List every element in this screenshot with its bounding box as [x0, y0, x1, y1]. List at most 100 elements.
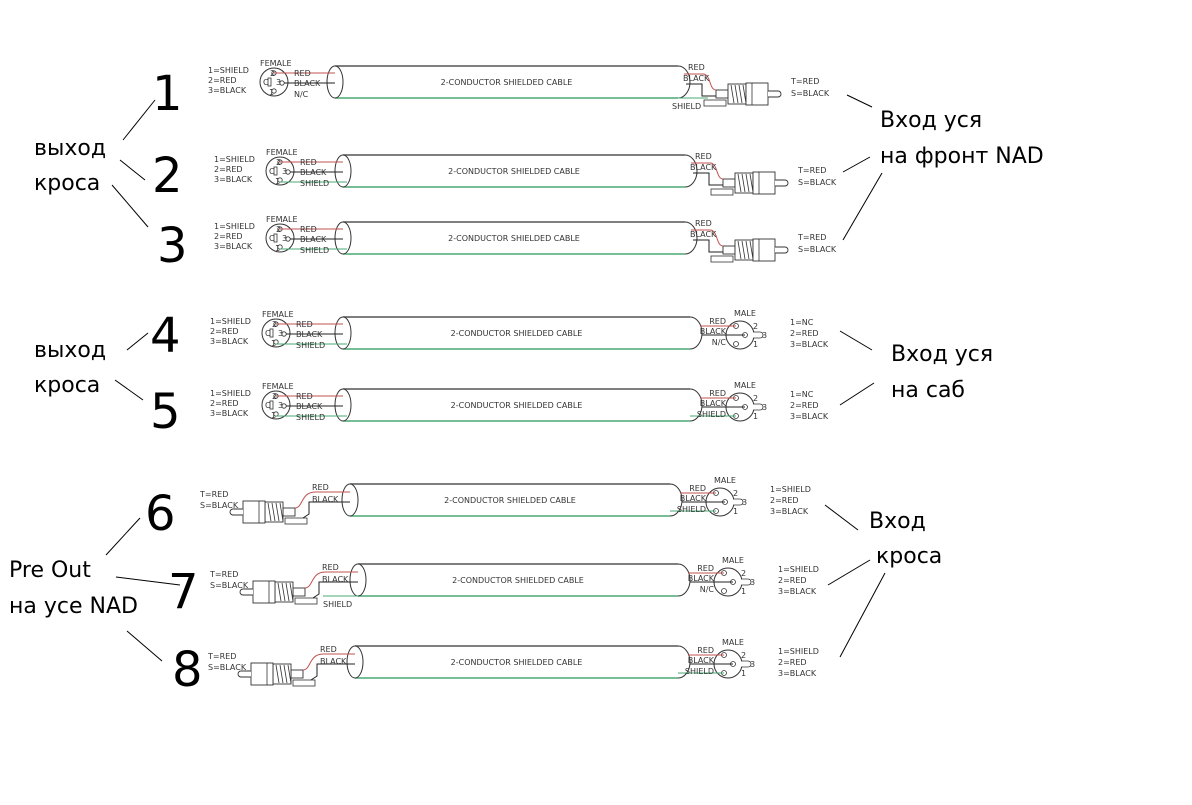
rca-coil-line: [283, 664, 288, 684]
cable-assembly-5: 2-CONDUCTOR SHIELDED CABLE1=SHIELD2=RED3…: [210, 381, 829, 422]
pin-label: 3: [276, 78, 281, 87]
note-sub-in-line2: на саб: [891, 378, 965, 403]
rca-coil-line: [749, 240, 754, 260]
pin-label: 1: [269, 88, 274, 97]
pin-map-label: 1=SHIELD: [770, 485, 811, 494]
rca-coil-line: [281, 582, 286, 602]
note-cross-in-line1: Вход: [869, 509, 926, 534]
cable-left-end: [334, 388, 352, 422]
wire-label-shield: SHIELD: [672, 102, 701, 111]
rca-coil-line: [737, 173, 742, 193]
rca-plug: [710, 171, 789, 196]
cable-left-end: [349, 563, 367, 597]
wire-label-black: BLACK: [320, 657, 347, 666]
wire-label-black: BLACK: [690, 230, 717, 239]
pin-label: 3: [762, 331, 767, 340]
pin-label: 3: [278, 401, 283, 410]
connector-type-label: MALE: [722, 556, 744, 565]
pin-map-label: 3=BLACK: [210, 337, 249, 346]
pin-map-label: S=BLACK: [210, 581, 249, 590]
cable-left-end: [334, 316, 352, 350]
pin-label: C: [269, 234, 275, 243]
note-sub-in-line1: Вход уся: [891, 342, 993, 367]
rca-coil-line: [737, 240, 742, 260]
note-out-cross-b-line2: кроса: [34, 373, 100, 398]
pin-1: [733, 341, 739, 347]
pin-map-label: 2=RED: [778, 658, 807, 667]
wire-label-red: RED: [312, 483, 329, 492]
cable-number-6: 6: [145, 486, 176, 542]
pin-map-label: S=BLACK: [791, 89, 830, 98]
cable-number-1: 1: [152, 66, 183, 122]
rca-coil-line: [734, 84, 739, 104]
cable-label: 2-CONDUCTOR SHIELDED CABLE: [451, 329, 583, 338]
pin-label: 1: [741, 669, 746, 678]
pin-label: 3: [750, 660, 755, 669]
note-out-cross-b-line1: выход: [34, 338, 106, 363]
connector-type-label: MALE: [734, 381, 756, 390]
pin-label: 3: [742, 498, 747, 507]
pin-label: C: [263, 78, 269, 87]
cable-right-end: [689, 388, 703, 422]
rca-coil-line: [271, 502, 276, 522]
cable-label: 2-CONDUCTOR SHIELDED CABLE: [451, 658, 583, 667]
pin-map-label: 3=BLACK: [790, 340, 829, 349]
rca-coil-line: [287, 664, 292, 684]
wire-label-3: SHIELD: [685, 667, 714, 676]
rca-coil-line: [741, 173, 746, 193]
wire-label-black: BLACK: [688, 574, 715, 583]
cable-right-end: [677, 563, 691, 597]
pointer-line: [126, 332, 149, 351]
latch: [273, 233, 278, 243]
wire-label-red: RED: [300, 225, 317, 234]
rca-coil-line: [285, 582, 290, 602]
wire-label-red: RED: [300, 158, 317, 167]
wire-label-red: RED: [709, 389, 726, 398]
cable-assembly-2: 2-CONDUCTOR SHIELDED CABLE1=SHIELD2=RED3…: [214, 148, 837, 196]
rca-housing: [242, 500, 266, 524]
cable-assembly-6: 2-CONDUCTOR SHIELDED CABLET=REDS=BLACKRE…: [199, 476, 811, 525]
wire-red: [302, 653, 355, 671]
wire-label-3: SHIELD: [296, 341, 325, 350]
pin-map-label: 1=NC: [790, 318, 814, 327]
wire-label-shield: SHIELD: [323, 600, 352, 609]
pin-map-label: 2=RED: [790, 329, 819, 338]
pin-map-label: 2=RED: [214, 232, 243, 241]
wire-label-black: BLACK: [296, 402, 323, 411]
pin-1: [271, 88, 277, 94]
wire-label-3: SHIELD: [677, 505, 706, 514]
pointer-lines: [105, 94, 886, 662]
pin-map-label: 1=SHIELD: [214, 155, 255, 164]
wire-red: [691, 162, 724, 180]
pin-map-label: T=RED: [207, 652, 236, 661]
rca-collar: [290, 669, 304, 679]
cable-assembly-1: 2-CONDUCTOR SHIELDED CABLE1=SHIELD2=RED3…: [208, 59, 830, 111]
pin-label: 2: [753, 322, 758, 331]
wire-black: [302, 501, 350, 519]
pin-map-label: 3=BLACK: [210, 409, 249, 418]
pin-label: 3: [750, 578, 755, 587]
pin-map-label: T=RED: [209, 570, 238, 579]
latch: [753, 403, 764, 411]
rca-coil-line: [742, 84, 747, 104]
pin-map-label: 1=SHIELD: [778, 565, 819, 574]
xlr-female-body: [261, 318, 291, 348]
rca-coil-line: [745, 240, 750, 260]
rca-tip: [237, 670, 251, 678]
pointer-line: [111, 184, 149, 228]
rca-plug: [710, 238, 789, 263]
wire-label-red: RED: [709, 317, 726, 326]
wire-label-red: RED: [322, 563, 339, 572]
cable-label: 2-CONDUCTOR SHIELDED CABLE: [451, 401, 583, 410]
pointer-line: [839, 572, 886, 658]
pin-label: C: [269, 167, 275, 176]
cable-right-end: [677, 65, 691, 99]
connector-type-label: MALE: [722, 638, 744, 647]
wire-label-red: RED: [695, 219, 712, 228]
pin-label: C: [265, 329, 271, 338]
wire-label-3: SHIELD: [296, 413, 325, 422]
pointer-line: [827, 559, 871, 586]
rca-coil-line: [749, 173, 754, 193]
pin-label: 1: [741, 587, 746, 596]
